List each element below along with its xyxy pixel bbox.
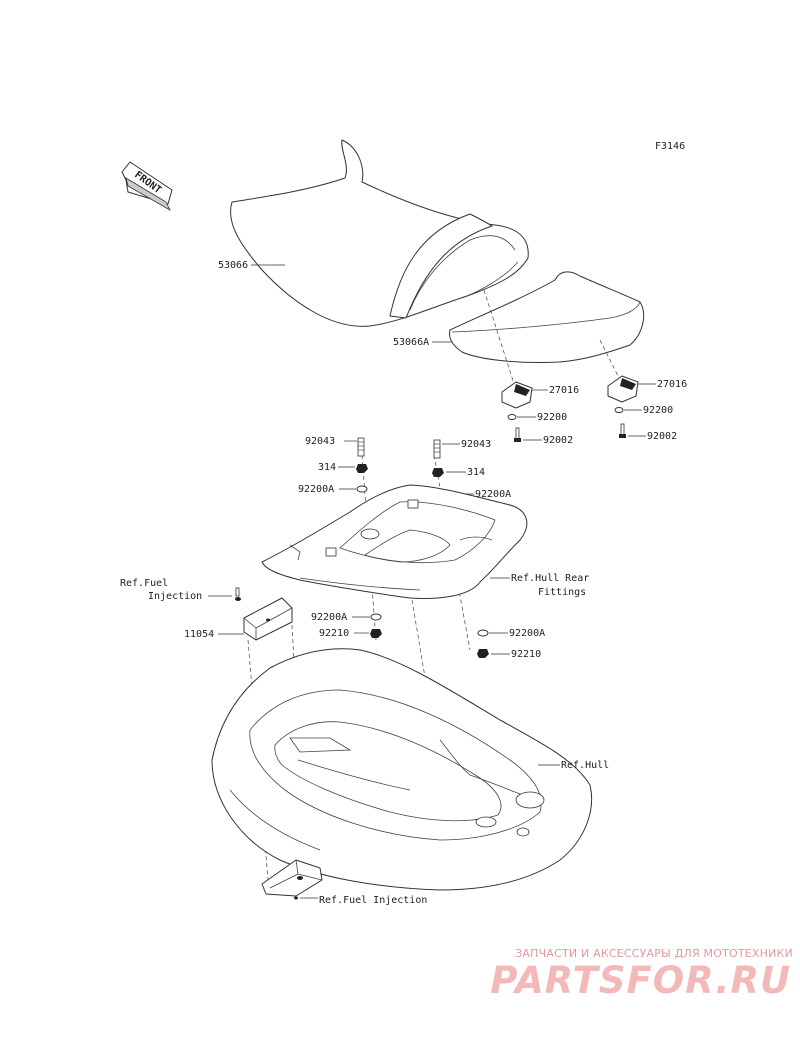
washer-a-bottom-left <box>370 613 382 621</box>
seat-front-label: 53066 <box>218 260 248 271</box>
ref-rear-fittings-label-1: Ref.Hull Rear <box>511 573 589 584</box>
washer-a-bottom-right-label: 92200A <box>509 628 545 639</box>
stud-left <box>357 437 365 457</box>
front-arrow-icon: FRONT <box>121 161 173 212</box>
washer-left <box>507 414 517 420</box>
hull-rear-fittings <box>261 484 528 599</box>
washer-a-top-left-label: 92200A <box>298 484 334 495</box>
watermark-caption: ЗАПЧАСТИ И АКСЕССУАРЫ ДЛЯ МОТОТЕХНИКИ <box>515 947 793 960</box>
seat-rear-label: 53066A <box>393 337 429 348</box>
washer-a-top-right-label: 92200A <box>475 489 511 500</box>
fuel-injection-bracket <box>261 859 323 900</box>
bolt-left <box>514 427 521 442</box>
nut-left-label: 314 <box>318 462 336 473</box>
nut-right-label: 314 <box>467 467 485 478</box>
nut-bottom-right <box>477 649 489 658</box>
ref-fuel-bottom-label: Ref.Fuel Injection <box>319 895 427 906</box>
nut-right <box>432 468 444 477</box>
ref-rear-fittings-label-2: Fittings <box>538 587 586 598</box>
rear-seat <box>449 271 645 363</box>
bracket-label: 11054 <box>184 629 214 640</box>
washer-right <box>614 407 624 413</box>
hull <box>211 648 593 891</box>
nut-bottom-right-label: 92210 <box>511 649 541 660</box>
stopper-left <box>501 381 533 409</box>
washer-a-top-left <box>356 485 368 493</box>
ref-fuel-label-1: Ref.Fuel <box>120 578 168 589</box>
nut-left <box>356 464 368 473</box>
stud-left-label: 92043 <box>305 436 335 447</box>
washer-left-label: 92200 <box>537 412 567 423</box>
bolt-left-label: 92002 <box>543 435 573 446</box>
bracket-11054 <box>243 597 293 641</box>
nut-bottom-left <box>370 629 382 638</box>
bolt-right <box>619 423 626 438</box>
stopper-left-label: 27016 <box>549 385 579 396</box>
bolt-right-label: 92002 <box>647 431 677 442</box>
ref-fuel-label-2: Injection <box>148 591 202 602</box>
washer-right-label: 92200 <box>643 405 673 416</box>
diagram-code: F3146 <box>655 141 685 152</box>
nut-bottom-left-label: 92210 <box>319 628 349 639</box>
stud-right <box>433 439 441 459</box>
ref-hull-label: Ref.Hull <box>561 760 609 771</box>
stopper-right <box>607 375 639 403</box>
washer-a-bottom-left-label: 92200A <box>311 612 347 623</box>
stopper-right-label: 27016 <box>657 379 687 390</box>
fuel-bolt-small <box>235 587 241 601</box>
watermark-logo: PARTSFOR.RU <box>490 959 791 1002</box>
washer-a-bottom-right <box>477 629 489 637</box>
front-seat <box>230 139 529 327</box>
stud-right-label: 92043 <box>461 439 491 450</box>
